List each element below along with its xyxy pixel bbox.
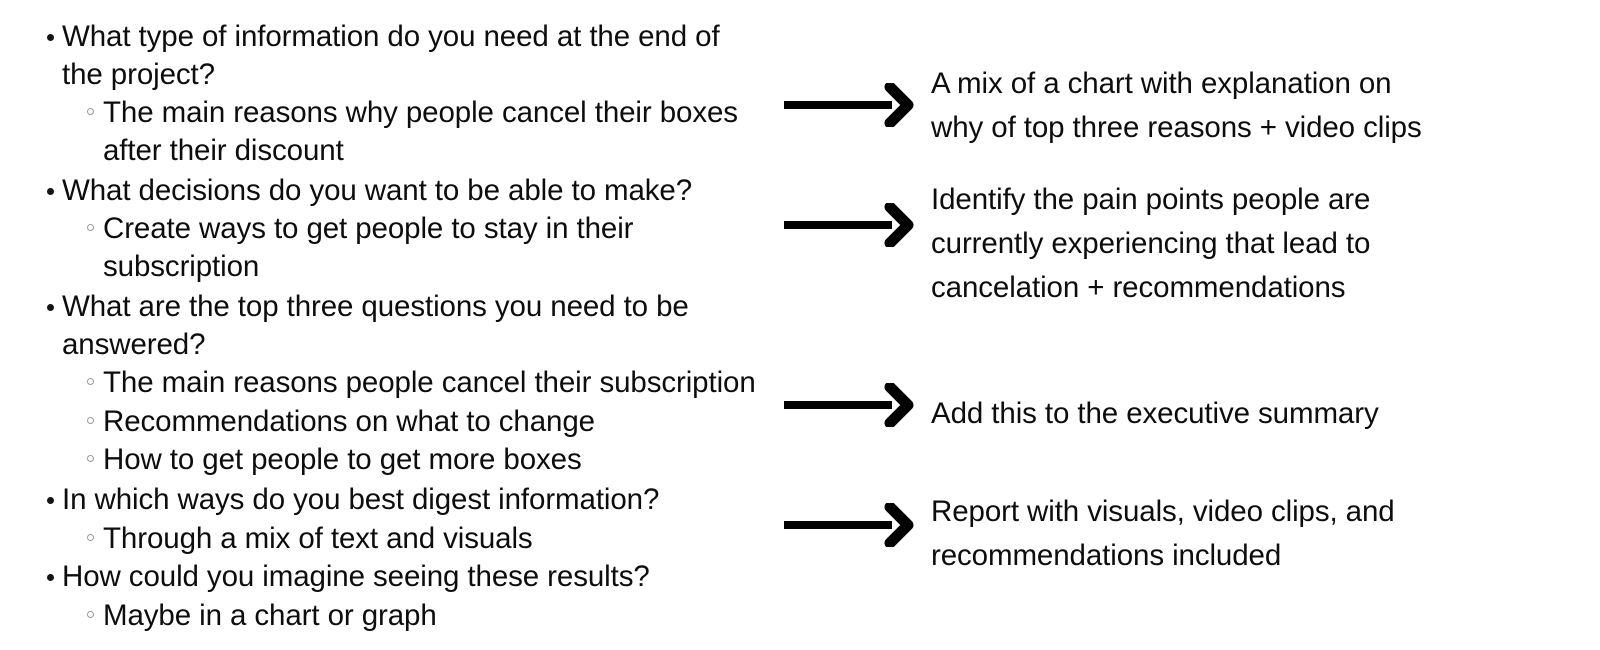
callout-line: why of top three reasons + video clips: [931, 111, 1422, 144]
callout-line: cancelation + recommendations: [931, 271, 1346, 304]
callout-line: currently experiencing that lead to: [931, 227, 1371, 260]
bullet-circle-icon: [87, 378, 94, 385]
callout-line: Add this to the executive summary: [931, 397, 1379, 430]
bullet-dot-icon: [47, 574, 54, 581]
outline-text: Create ways to get people to stay in the…: [103, 212, 634, 245]
outline-text: What are the top three questions you nee…: [62, 290, 689, 323]
outline-item-level1: How could you imagine seeing these resul…: [47, 558, 650, 596]
outline-text: How could you imagine seeing these resul…: [62, 560, 650, 593]
outline-text: In which ways do you best digest informa…: [62, 483, 660, 516]
arrow-right-icon: [780, 503, 914, 547]
arrow-right-icon: [780, 383, 914, 427]
outline-item-level1-continuation: answered?: [62, 326, 206, 364]
bullet-circle-icon: [87, 611, 94, 618]
bullet-dot-icon: [47, 304, 54, 311]
outline-item-level2-continuation: subscription: [103, 248, 259, 286]
outline-text: after their discount: [103, 134, 344, 167]
outline-text: The main reasons people cancel their sub…: [103, 366, 756, 399]
outline-text: the project?: [62, 58, 215, 91]
arrow-right-icon: [780, 203, 914, 247]
outline-item-level2: The main reasons why people cancel their…: [87, 94, 738, 132]
outline-text: How to get people to get more boxes: [103, 443, 582, 476]
callout-line: Identify the pain points people are: [931, 183, 1371, 216]
callout-line: Report with visuals, video clips, and: [931, 495, 1395, 528]
outline-item-level1: What type of information do you need at …: [47, 18, 720, 56]
outline-item-level2: The main reasons people cancel their sub…: [87, 364, 756, 402]
outline-item-level2: How to get people to get more boxes: [87, 441, 582, 479]
outline-text: Through a mix of text and visuals: [103, 522, 533, 555]
outline-text: Recommendations on what to change: [103, 405, 595, 438]
callout-text-block: Report with visuals, video clips, and re…: [931, 490, 1571, 578]
outline-item-level1-continuation: the project?: [62, 56, 215, 94]
callout-text-block: Identify the pain points people are curr…: [931, 178, 1571, 310]
bullet-dot-icon: [47, 188, 54, 195]
callout-text-block: Add this to the executive summary: [931, 392, 1571, 436]
callout-text-block: A mix of a chart with explanation on why…: [931, 62, 1571, 150]
callout-line: recommendations included: [931, 539, 1282, 572]
outline-text: The main reasons why people cancel their…: [103, 96, 738, 129]
outline-item-level2: Maybe in a chart or graph: [87, 597, 437, 635]
outline-item-level1: In which ways do you best digest informa…: [47, 481, 660, 519]
bullet-circle-icon: [87, 224, 94, 231]
bullet-dot-icon: [47, 497, 54, 504]
outline-item-level2: Recommendations on what to change: [87, 403, 595, 441]
bullet-circle-icon: [87, 455, 94, 462]
arrow-right-icon: [780, 83, 914, 127]
outline-text: answered?: [62, 328, 206, 361]
bullet-dot-icon: [47, 34, 54, 41]
callout-line: A mix of a chart with explanation on: [931, 67, 1392, 100]
outline-item-level2: Through a mix of text and visuals: [87, 520, 533, 558]
outline-item-level2: Create ways to get people to stay in the…: [87, 210, 634, 248]
outline-item-level2-continuation: after their discount: [103, 132, 344, 170]
outline-text: What decisions do you want to be able to…: [62, 174, 693, 207]
outline-list: What type of information do you need at …: [0, 0, 760, 650]
outline-text: What type of information do you need at …: [62, 20, 720, 53]
bullet-circle-icon: [87, 108, 94, 115]
outline-item-level1: What are the top three questions you nee…: [47, 288, 689, 326]
outline-item-level1: What decisions do you want to be able to…: [47, 172, 693, 210]
outline-text: subscription: [103, 250, 260, 283]
outline-text: Maybe in a chart or graph: [103, 599, 437, 632]
bullet-circle-icon: [87, 534, 94, 541]
bullet-circle-icon: [87, 417, 94, 424]
